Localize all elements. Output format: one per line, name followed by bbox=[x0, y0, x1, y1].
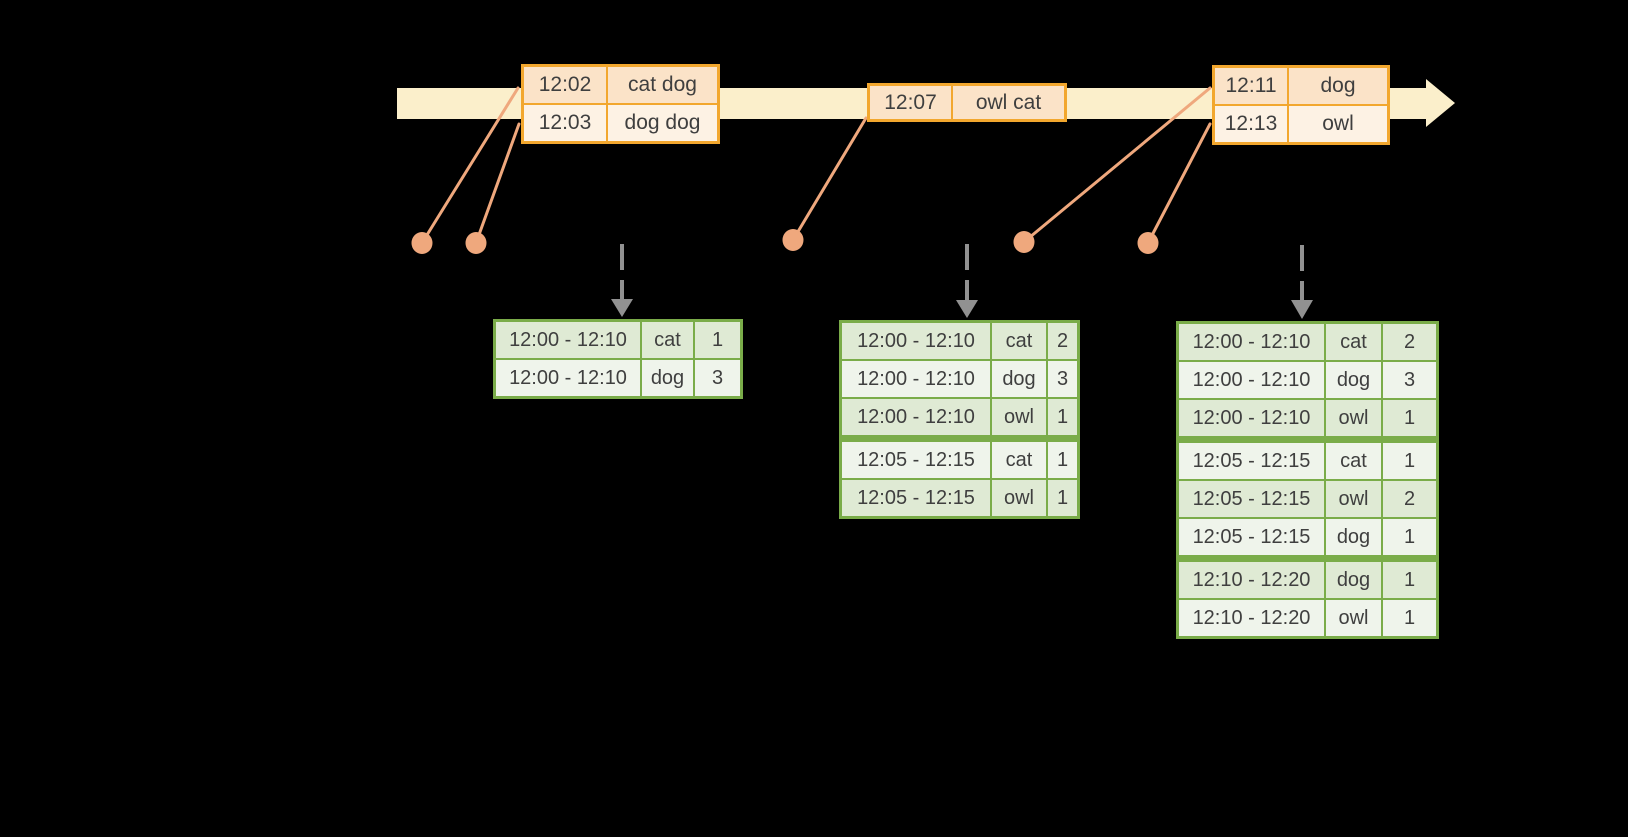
event-dot-icon bbox=[782, 229, 804, 251]
timeline-arrowhead-icon bbox=[1426, 79, 1455, 127]
table-cell-word: owl bbox=[992, 399, 1048, 435]
table-cell-word: dog bbox=[642, 360, 695, 396]
table-cell-word: owl bbox=[1326, 481, 1383, 517]
table-cell-window: 12:00 - 12:10 bbox=[842, 399, 992, 435]
table-cell-window: 12:00 - 12:10 bbox=[496, 322, 642, 358]
table-cell-window: 12:00 - 12:10 bbox=[1179, 324, 1326, 360]
table-cell-window: 12:00 - 12:10 bbox=[842, 361, 992, 397]
table-cell-time: 12:07 bbox=[870, 86, 953, 119]
table-cell-count: 1 bbox=[1048, 480, 1077, 516]
table-cell-count: 2 bbox=[1383, 481, 1436, 517]
event-connector-line bbox=[1146, 122, 1212, 245]
table-cell-words: owl bbox=[1289, 106, 1387, 142]
table-cell-word: dog bbox=[1326, 562, 1383, 598]
table-cell-time: 12:13 bbox=[1215, 106, 1289, 142]
table-cell-words: dog bbox=[1289, 68, 1387, 104]
table-cell-window: 12:10 - 12:20 bbox=[1179, 562, 1326, 598]
event-connector-line bbox=[420, 86, 520, 245]
table-cell-words: dog dog bbox=[608, 105, 717, 141]
table-cell-window: 12:05 - 12:15 bbox=[842, 480, 992, 516]
table-cell-word: dog bbox=[1326, 362, 1383, 398]
table-cell-count: 1 bbox=[695, 322, 740, 358]
table-cell-count: 1 bbox=[1383, 443, 1436, 479]
table-cell-window: 12:05 - 12:15 bbox=[1179, 443, 1326, 479]
table-cell-count: 1 bbox=[1383, 400, 1436, 436]
table-cell-word: cat bbox=[1326, 324, 1383, 360]
table-cell-word: dog bbox=[992, 361, 1048, 397]
table-cell-word: cat bbox=[1326, 443, 1383, 479]
table-cell-time: 12:11 bbox=[1215, 68, 1289, 104]
table-cell-time: 12:03 bbox=[524, 105, 608, 141]
trigger-arrowhead-icon bbox=[611, 299, 633, 317]
table-cell-count: 3 bbox=[1048, 361, 1077, 397]
table-cell-time: 12:02 bbox=[524, 67, 608, 103]
table-cell-count: 1 bbox=[1383, 562, 1436, 598]
event-dot-icon bbox=[465, 232, 487, 254]
trigger-arrowhead-icon bbox=[956, 300, 978, 318]
table-cell-window: 12:05 - 12:15 bbox=[1179, 481, 1326, 517]
table-cell-window: 12:00 - 12:10 bbox=[1179, 362, 1326, 398]
table-cell-window: 12:00 - 12:10 bbox=[842, 323, 992, 359]
table-cell-word: cat bbox=[992, 442, 1048, 478]
event-connector-line bbox=[1022, 86, 1212, 244]
table-cell-word: owl bbox=[1326, 600, 1383, 636]
table-cell-window: 12:10 - 12:20 bbox=[1179, 600, 1326, 636]
table-cell-word: cat bbox=[642, 322, 695, 358]
table-cell-window: 12:00 - 12:10 bbox=[1179, 400, 1326, 436]
table-cell-window: 12:00 - 12:10 bbox=[496, 360, 642, 396]
table-cell-count: 1 bbox=[1383, 519, 1436, 555]
table-cell-words: cat dog bbox=[608, 67, 717, 103]
event-dot-icon bbox=[411, 232, 433, 254]
trigger-arrowhead-icon bbox=[1291, 300, 1313, 319]
table-cell-word: cat bbox=[992, 323, 1048, 359]
table-cell-count: 1 bbox=[1383, 600, 1436, 636]
table-cell-word: dog bbox=[1326, 519, 1383, 555]
table-cell-words: owl cat bbox=[953, 86, 1064, 119]
table-cell-word: owl bbox=[1326, 400, 1383, 436]
event-connector-line bbox=[791, 116, 868, 242]
event-dot-icon bbox=[1137, 232, 1159, 254]
table-cell-count: 3 bbox=[695, 360, 740, 396]
table-cell-count: 2 bbox=[1383, 324, 1436, 360]
event-connector-line bbox=[474, 122, 521, 245]
table-cell-window: 12:05 - 12:15 bbox=[842, 442, 992, 478]
table-cell-count: 1 bbox=[1048, 442, 1077, 478]
table-cell-count: 1 bbox=[1048, 399, 1077, 435]
table-cell-count: 3 bbox=[1383, 362, 1436, 398]
table-cell-word: owl bbox=[992, 480, 1048, 516]
event-dot-icon bbox=[1013, 231, 1035, 253]
table-cell-count: 2 bbox=[1048, 323, 1077, 359]
table-cell-window: 12:05 - 12:15 bbox=[1179, 519, 1326, 555]
